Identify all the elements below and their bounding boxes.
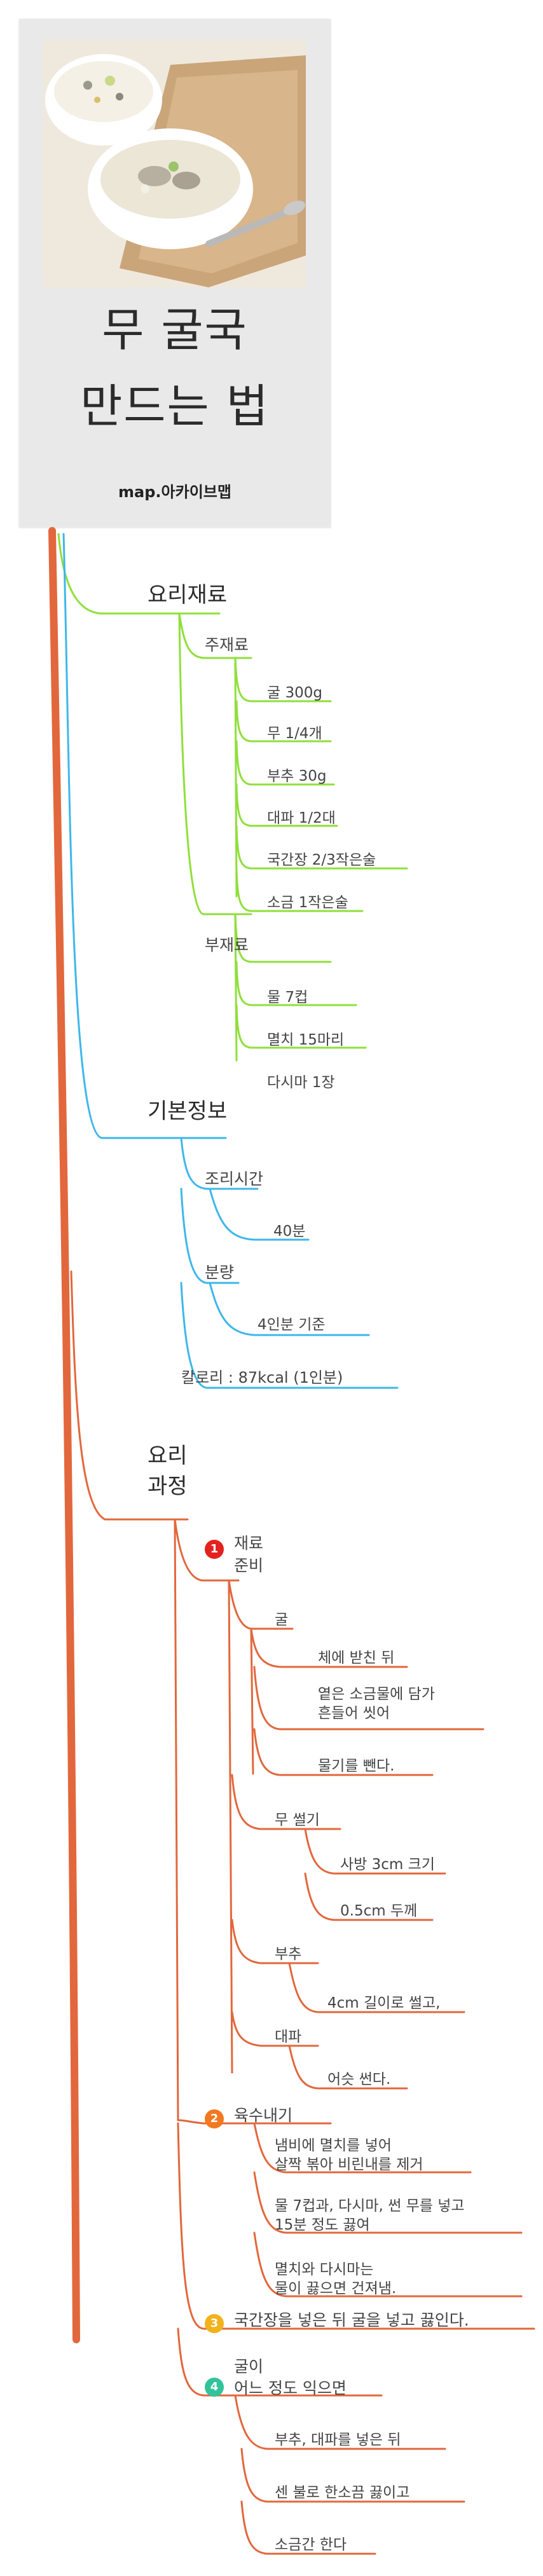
sub-ingredient-item: 물 7컵 [267, 989, 308, 1006]
process-title-line-2: 과정 [148, 1474, 188, 1499]
title-card: 무 굴국 만드는 법 map.아카이브맵 [19, 19, 331, 528]
step-3-badge: 3 [205, 2314, 224, 2333]
process-title-line-1: 요리 [148, 1443, 188, 1469]
prep-radish-item: 사방 3cm 크기 [340, 1856, 435, 1873]
step-1-badge: 1 [205, 1540, 224, 1559]
finish-step-item: 소금간 한다 [275, 2537, 347, 2553]
title-line-2: 만드는 법 [80, 380, 270, 433]
ingredients-title: 요리재료 [148, 582, 228, 608]
prep-chives-item: 4cm 길이로 썰고, [327, 1995, 441, 2011]
dish-photo [43, 39, 306, 287]
sub-ingredients-label: 부재료 [205, 936, 249, 954]
calorie-info: 칼로리 : 87kcal (1인분) [181, 1369, 343, 1387]
main-ingredient-item: 소금 1작은술 [267, 894, 348, 911]
step-2-label: 육수내기 [234, 2106, 293, 2125]
main-ingredient-item: 국간장 2/3작은술 [267, 852, 376, 868]
sub-ingredient-item: 다시마 1장 [267, 1074, 335, 1091]
serving-label: 분량 [205, 1263, 235, 1282]
main-ingredient-item: 대파 1/2대 [267, 810, 336, 826]
step-1-label: 재료 [234, 1534, 264, 1552]
prep-leek-item: 어슷 썬다. [327, 2071, 391, 2088]
prep-radish-label: 무 썰기 [275, 1812, 320, 1828]
serving-value: 4인분 기준 [258, 1317, 326, 1333]
cooking-time-label: 조리시간 [205, 1170, 264, 1188]
step-3-label: 국간장을 넣은 뒤 굴을 넣고 끓인다. [234, 2311, 469, 2329]
prep-leek-label: 대파 [275, 2029, 302, 2045]
finish-step-item: 부추, 대파를 넣은 뒤 [275, 2432, 401, 2448]
prep-oyster-label: 굴 [275, 1612, 289, 1628]
prep-radish-item: 0.5cm 두께 [340, 1903, 418, 1919]
step-2-badge: 2 [205, 2109, 224, 2128]
main-ingredient-item: 무 1/4개 [267, 725, 322, 742]
title-line-1: 무 굴국 [102, 303, 248, 357]
main-ingredients-label: 주재료 [205, 636, 249, 654]
prep-oyster-item: 체에 받친 뒤 [318, 1650, 395, 1666]
prep-chives-label: 부추 [275, 1946, 302, 1963]
prep-oyster-item: 물기를 뺀다. [318, 1758, 395, 1774]
sub-ingredient-item: 멸치 15마리 [267, 1032, 345, 1048]
step-1-label-line-2: 준비 [234, 1556, 264, 1575]
brand-label: map.아카이브맵 [118, 483, 231, 501]
basic-info-title: 기본정보 [148, 1099, 228, 1124]
main-ingredient-item: 굴 300g [267, 685, 322, 701]
step-4-badge: 4 [205, 2378, 224, 2397]
main-ingredient-item: 부추 30g [267, 768, 327, 784]
step-4-label: 굴이 [234, 2357, 264, 2376]
cooking-time-value: 40분 [273, 1223, 306, 1240]
step-4-label-line-2: 어느 정도 익으면 [234, 2379, 347, 2397]
finish-step-item: 센 불로 한소끔 끓이고 [275, 2484, 410, 2501]
